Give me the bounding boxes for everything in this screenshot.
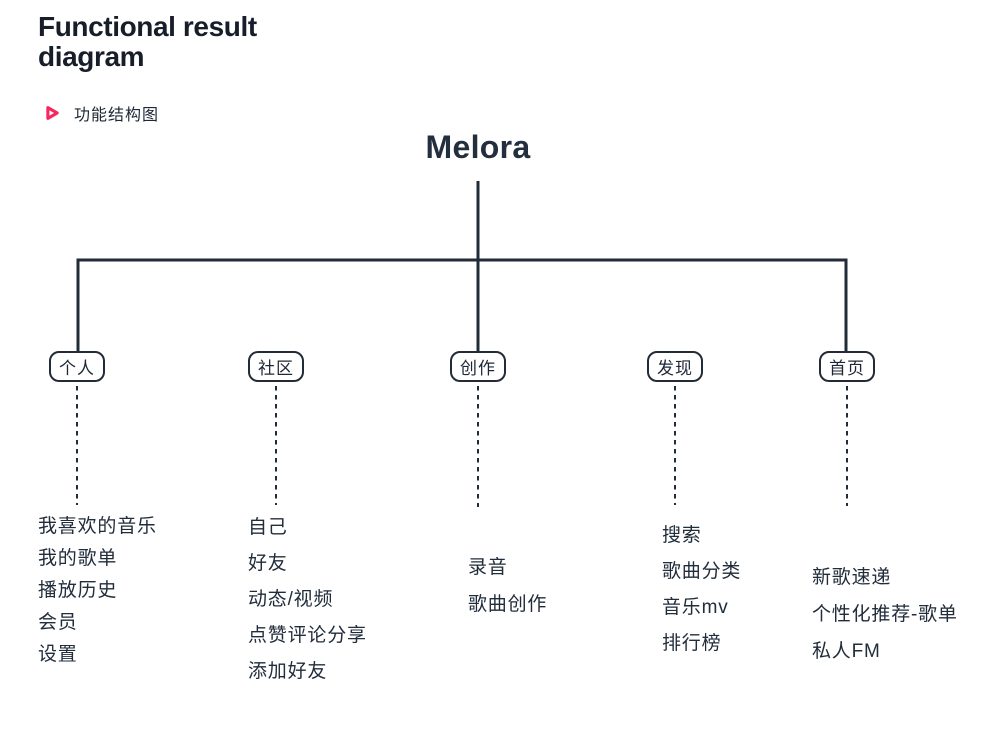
list-personal: 我喜欢的音乐 我的歌单 播放历史 会员 设置 xyxy=(38,508,157,668)
list-item: 设置 xyxy=(38,643,78,665)
list-item: 会员 xyxy=(38,611,78,633)
list-item: 自己 xyxy=(248,516,288,538)
list-community: 自己 好友 动态/视频 点赞评论分享 添加好友 xyxy=(248,507,367,687)
list-home: 新歌速递 个性化推荐-歌单 私人FM xyxy=(812,557,958,668)
list-item: 添加好友 xyxy=(248,660,328,682)
list-item: 个性化推荐-歌单 xyxy=(812,604,958,625)
list-item: 排行榜 xyxy=(662,632,722,654)
node-personal: 个人 xyxy=(49,351,105,382)
node-community: 社区 xyxy=(248,351,304,382)
list-item: 动态/视频 xyxy=(248,588,334,610)
subtitle-label: 功能结构图 xyxy=(74,107,160,124)
list-item: 歌曲分类 xyxy=(662,560,742,582)
list-discover: 搜索 歌曲分类 音乐mv 排行榜 xyxy=(662,515,741,659)
list-item: 好友 xyxy=(248,552,288,574)
list-item: 私人FM xyxy=(812,641,881,662)
node-home: 首页 xyxy=(819,351,875,382)
list-item: 我喜欢的音乐 xyxy=(38,515,157,537)
page-title: Functional result diagram xyxy=(38,11,257,72)
list-item: 播放历史 xyxy=(38,579,118,601)
list-item: 录音 xyxy=(468,557,508,578)
list-item: 音乐mv xyxy=(662,596,729,618)
play-icon xyxy=(46,106,59,120)
diagram-root-title: Melora xyxy=(425,129,531,165)
list-item: 新歌速递 xyxy=(812,567,892,588)
list-item: 歌曲创作 xyxy=(468,594,548,615)
node-discover: 发现 xyxy=(647,351,703,382)
list-item: 我的歌单 xyxy=(38,547,118,569)
list-item: 搜索 xyxy=(662,524,702,546)
node-create: 创作 xyxy=(450,351,506,382)
connector-bracket xyxy=(76,258,848,351)
subtitle: 功能结构图 xyxy=(40,101,159,125)
list-item: 点赞评论分享 xyxy=(248,624,367,646)
list-create: 录音 歌曲创作 xyxy=(468,547,547,621)
